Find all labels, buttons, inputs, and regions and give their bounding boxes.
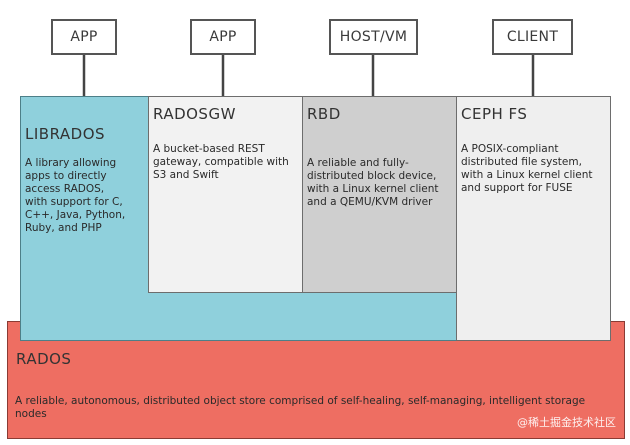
cephfs-title: CEPH FS bbox=[461, 105, 528, 123]
rbd-description: A reliable and fully-distributed block d… bbox=[307, 157, 439, 208]
rbd-box: RBD A reliable and fully-distributed blo… bbox=[302, 96, 457, 293]
cephfs-box: CEPH FS A POSIX-compliant distributed fi… bbox=[456, 96, 611, 341]
app-label-box: APP bbox=[190, 19, 256, 55]
rados-title: RADOS bbox=[16, 350, 72, 368]
cephfs-description: A POSIX-compliant distributed file syste… bbox=[461, 143, 593, 194]
rbd-title: RBD bbox=[307, 105, 341, 123]
watermark-text: @稀土掘金技术社区 bbox=[517, 416, 616, 429]
client-label-box: CLIENT bbox=[492, 19, 573, 55]
radosgw-box: RADOSGW A bucket-based REST gateway, com… bbox=[148, 96, 303, 293]
app-label-box: APP bbox=[51, 19, 117, 55]
watermark: @稀土掘金技术社区 bbox=[517, 414, 616, 430]
librados-title: LIBRADOS bbox=[25, 125, 106, 143]
host-vm-label-box: HOST/VM bbox=[329, 19, 418, 55]
radosgw-description: A bucket-based REST gateway, compatible … bbox=[153, 143, 289, 181]
rados-description: A reliable, autonomous, distributed obje… bbox=[15, 395, 586, 420]
librados-description: A library allowing apps to directly acce… bbox=[25, 157, 126, 234]
radosgw-title: RADOSGW bbox=[153, 105, 236, 123]
